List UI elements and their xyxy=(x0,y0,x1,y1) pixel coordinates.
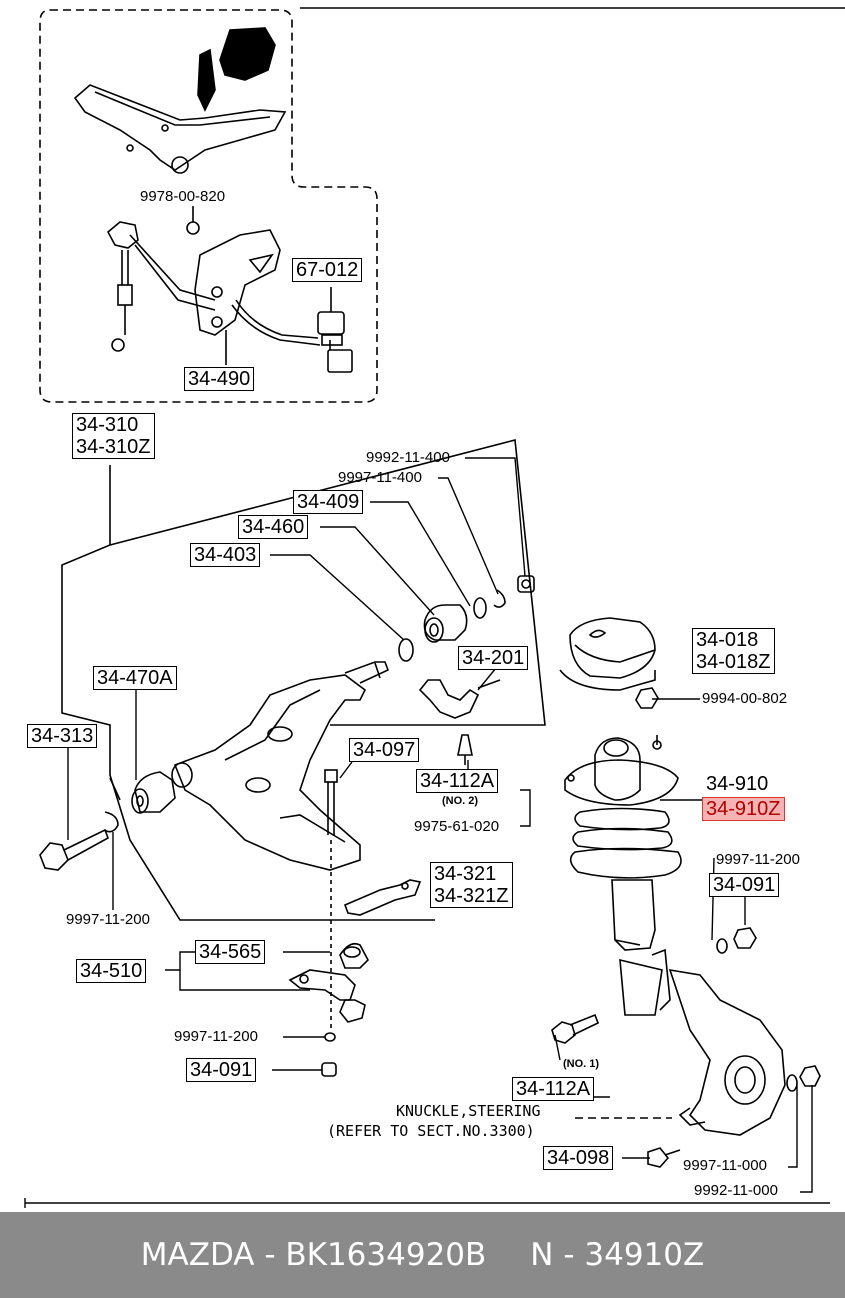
part-number-34-321: 34-321 xyxy=(434,863,497,885)
part-label-34-091-bottom: 34-091 xyxy=(186,1058,257,1082)
part-label-34-510: 34-510 xyxy=(76,959,147,983)
lower-arm-kit-bracket xyxy=(61,465,435,921)
washer-drawings xyxy=(398,575,535,662)
part-label-9997-11-000: 9997-11-000 xyxy=(683,1157,767,1174)
part-label-9992-11-400: 9992-11-400 xyxy=(366,449,450,466)
plate-34-321-drawing xyxy=(343,879,422,916)
strut-spring-drawing xyxy=(564,735,682,1016)
part-number-34-018: 34-018 xyxy=(696,629,759,651)
bushing-drawing xyxy=(423,604,468,643)
part-note-no1: (NO. 1) xyxy=(563,1058,600,1070)
strut-mount-drawing xyxy=(559,617,656,691)
connector-drawing xyxy=(317,287,353,373)
part-label-34-310: 34-310 34-310Z xyxy=(72,413,155,459)
bolt-34-112a-lower-drawing xyxy=(551,1013,600,1044)
knuckle-drawing xyxy=(668,968,786,1136)
part-label-34-321: 34-321 34-321Z xyxy=(430,862,513,908)
diagram-drawing xyxy=(24,7,845,1208)
part-label-34-091-right: 34-091 xyxy=(709,873,780,897)
part-label-34-403: 34-403 xyxy=(190,543,261,567)
part-label-67-012: 67-012 xyxy=(292,258,363,282)
part-number-34-310z: 34-310Z xyxy=(76,436,151,458)
nut-9994-drawing xyxy=(635,687,659,709)
part-label-9997-11-200-right: 9997-11-200 xyxy=(716,851,800,868)
brand-part-number: MAZDA - BK1634920B xyxy=(140,1237,487,1273)
part-label-9992-11-000: 9992-11-000 xyxy=(694,1182,778,1199)
bolt-34-097-drawing xyxy=(324,769,338,1030)
crossmember-drawing xyxy=(73,84,287,174)
part-number-34-321z: 34-321Z xyxy=(434,885,509,907)
nut-bolt-bottom-drawing xyxy=(647,1065,821,1168)
height-sensor-top-drawing xyxy=(197,27,276,112)
part-label-9997-11-200-bottom: 9997-11-200 xyxy=(174,1028,258,1045)
nut-small-2 xyxy=(321,1062,337,1077)
part-label-34-112a-upper: 34-112A xyxy=(416,769,499,793)
oem-number: N - 34910Z xyxy=(530,1237,705,1273)
ball-joint-drawing xyxy=(288,942,369,1023)
inset-dashed-outline xyxy=(39,9,378,403)
part-label-34-490: 34-490 xyxy=(184,367,255,391)
fastener-34-112a-drawing xyxy=(457,734,473,765)
stabilizer-bushing-drawing xyxy=(418,679,501,719)
fasteners-right-drawing xyxy=(716,927,757,954)
part-number-34-018z: 34-018Z xyxy=(696,651,771,673)
parts-diagram: 9978-00-820 67-012 34-490 34-310 34-310Z… xyxy=(24,7,845,1208)
part-label-34-201: 34-201 xyxy=(458,646,529,670)
part-label-9997-11-400: 9997-11-400 xyxy=(338,469,422,486)
part-number-34-310: 34-310 xyxy=(76,414,139,436)
bolt-drawing xyxy=(39,828,109,871)
part-label-34-409: 34-409 xyxy=(293,490,364,514)
part-label-9975-61-020: 9975-61-020 xyxy=(414,818,500,835)
washer-drawing-2 xyxy=(103,811,119,833)
part-label-34-460: 34-460 xyxy=(238,515,309,539)
part-note-no2: (NO. 2) xyxy=(442,795,479,807)
height-sensor-link-drawing xyxy=(106,215,321,352)
part-label-34-313: 34-313 xyxy=(27,724,98,748)
arm-bushing-drawing xyxy=(131,771,176,814)
part-number-footer: MAZDA - BK1634920B N - 34910Z xyxy=(0,1212,845,1298)
lower-control-arm-drawing xyxy=(171,661,390,871)
nut-small-1 xyxy=(324,1032,336,1042)
part-label-9997-11-200-left: 9997-11-200 xyxy=(66,911,150,928)
part-label-9994-00-802: 9994-00-802 xyxy=(702,690,788,707)
knuckle-note-line1: KNUCKLE,STEERING xyxy=(396,1102,541,1120)
part-label-34-097: 34-097 xyxy=(349,738,420,762)
part-label-34-565: 34-565 xyxy=(195,940,266,964)
part-label-34-018: 34-018 34-018Z xyxy=(692,628,775,674)
part-label-34-910: 34-910 xyxy=(702,772,773,796)
part-label-9978-00-820: 9978-00-820 xyxy=(140,188,226,205)
part-label-34-112a-lower: 34-112A xyxy=(512,1077,595,1101)
leader-lines xyxy=(67,457,813,1193)
knuckle-note-line2: (REFER TO SECT.NO.3300) xyxy=(327,1122,535,1140)
part-label-34-470a: 34-470A xyxy=(93,666,177,690)
part-label-34-910z-highlighted: 34-910Z xyxy=(702,797,785,821)
part-label-34-098: 34-098 xyxy=(543,1146,614,1170)
